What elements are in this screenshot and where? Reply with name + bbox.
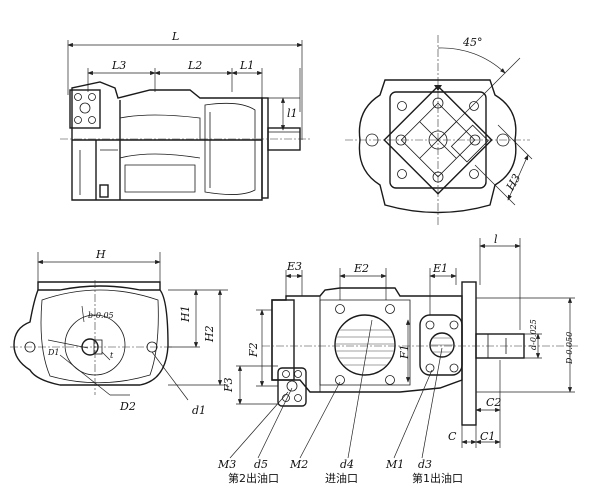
dim-C: C — [448, 430, 457, 443]
dim-H1: H1 — [179, 305, 192, 323]
port-outlet-2: 第2出油口 — [228, 471, 279, 485]
dim-d-tol: d-0.025 — [529, 319, 538, 350]
dim-d1: d1 — [192, 404, 206, 417]
dim-D1: D1 — [47, 348, 60, 357]
flange-view: H H1 H2 b-0.05 t D1 D2 d1 — [10, 248, 228, 417]
callout-d5: d5 — [254, 458, 268, 471]
dim-l1: l1 — [287, 107, 298, 120]
port-outlet-1: 第1出油口 — [412, 471, 463, 485]
end-view: 45° H3 — [345, 35, 533, 225]
dim-D-tol: D-0.050 — [565, 332, 574, 365]
callout-M3: M3 — [217, 458, 236, 471]
side-view: L L3 L2 L1 l1 — [60, 30, 310, 201]
dim-b: b-0.05 — [88, 311, 114, 320]
plan-view: E3 E2 E1 l F2 F1 F3 d-0.025 D-0.050 C2 C… — [217, 233, 580, 485]
dim-L1: L1 — [239, 59, 254, 72]
dim-E2: E2 — [353, 262, 369, 275]
dim-C2: C2 — [486, 396, 501, 409]
dim-H: H — [95, 248, 106, 261]
callout-M2: M2 — [289, 458, 308, 471]
dim-H2: H2 — [203, 325, 216, 343]
callout-d4: d4 — [340, 458, 354, 471]
dim-D2: D2 — [119, 400, 136, 413]
dim-L3: L3 — [111, 59, 126, 72]
callout-M1: M1 — [385, 458, 404, 471]
dim-E1: E1 — [432, 262, 448, 275]
dim-F2: F2 — [247, 342, 260, 358]
port-inlet: 进油口 — [325, 471, 358, 485]
dim-C1: C1 — [480, 430, 495, 443]
dim-L2: L2 — [187, 59, 202, 72]
dim-l: l — [494, 233, 498, 246]
dim-E3: E3 — [286, 260, 302, 273]
dim-F1: F1 — [398, 344, 411, 360]
dim-F3: F3 — [222, 377, 235, 393]
dim-t: t — [110, 351, 114, 360]
dim-L: L — [171, 30, 179, 43]
callout-d3: d3 — [418, 458, 432, 471]
dim-angle: 45° — [462, 36, 483, 49]
